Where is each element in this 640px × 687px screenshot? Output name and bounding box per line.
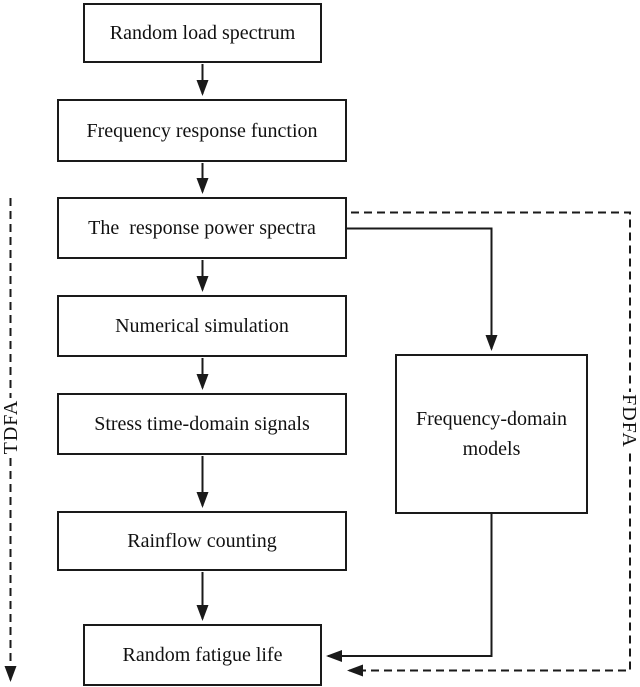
box-numerical-simulation: Numerical simulation [57,295,347,357]
side-label-text: TDFA [0,399,22,455]
box-rainflow-counting: Rainflow counting [57,511,347,571]
box-frequency-response-function: Frequency response function [57,99,347,162]
box-response-power-spectra: The response power spectra [57,197,347,259]
box-label: Random load spectrum [109,22,296,44]
box-stress-time-domain-signals: Stress time-domain signals [57,393,347,455]
box-random-load-spectrum: Random load spectrum [83,3,322,63]
box-frequency-domain-models: Frequency-domain models [395,354,588,514]
arrow-models-to-life [326,514,493,662]
label-fdfa: FDFA [616,392,640,450]
arrow-spectra-to-models [347,227,498,351]
box-label: Rainflow counting [127,530,277,552]
box-label: The response power spectra [88,217,316,239]
box-label: Frequency-domain models [415,408,573,460]
box-label: Frequency response function [86,119,318,142]
box-random-fatigue-life: Random fatigue life [83,624,322,686]
side-label-text: FDFA [618,394,640,448]
box-label: Random fatigue life [122,644,283,666]
label-tdfa: TDFA [0,398,24,456]
box-label: Numerical simulation [115,315,289,337]
box-label: Stress time-domain signals [94,413,310,435]
